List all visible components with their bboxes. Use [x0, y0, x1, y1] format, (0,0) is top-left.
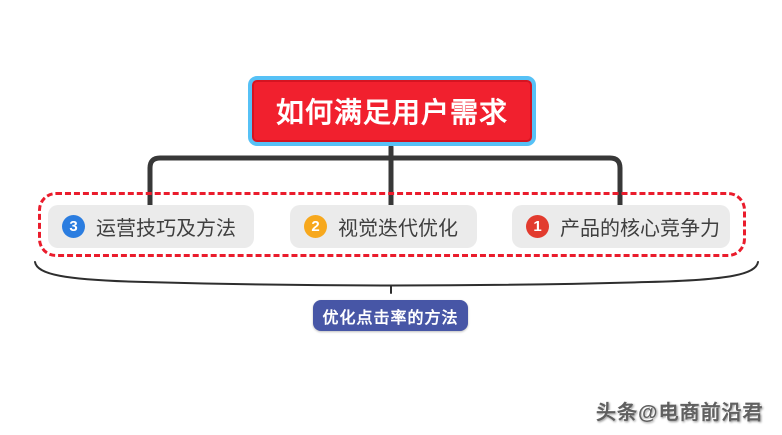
branch-label: 产品的核心竞争力 — [560, 218, 720, 240]
group-boundary — [38, 192, 746, 257]
branch-label: 运营技巧及方法 — [96, 218, 236, 240]
summary-brace — [34, 261, 759, 294]
branch-node-operations[interactable]: 3 运营技巧及方法 — [48, 205, 254, 248]
branch-node-visual[interactable]: 2 视觉迭代优化 — [290, 205, 477, 248]
badge-3-icon: 3 — [62, 215, 85, 238]
branch-label: 视觉迭代优化 — [338, 218, 458, 240]
badge-2-icon: 2 — [304, 215, 327, 238]
watermark-text: 头条@电商前沿君 — [596, 402, 764, 424]
summary-node[interactable]: 优化点击率的方法 — [313, 300, 468, 331]
root-node[interactable]: 如何满足用户需求 — [248, 76, 536, 146]
branch-node-product[interactable]: 1 产品的核心竞争力 — [512, 205, 730, 248]
root-node-label: 如何满足用户需求 — [275, 97, 508, 128]
badge-1-icon: 1 — [526, 215, 549, 238]
summary-label: 优化点击率的方法 — [322, 309, 459, 327]
